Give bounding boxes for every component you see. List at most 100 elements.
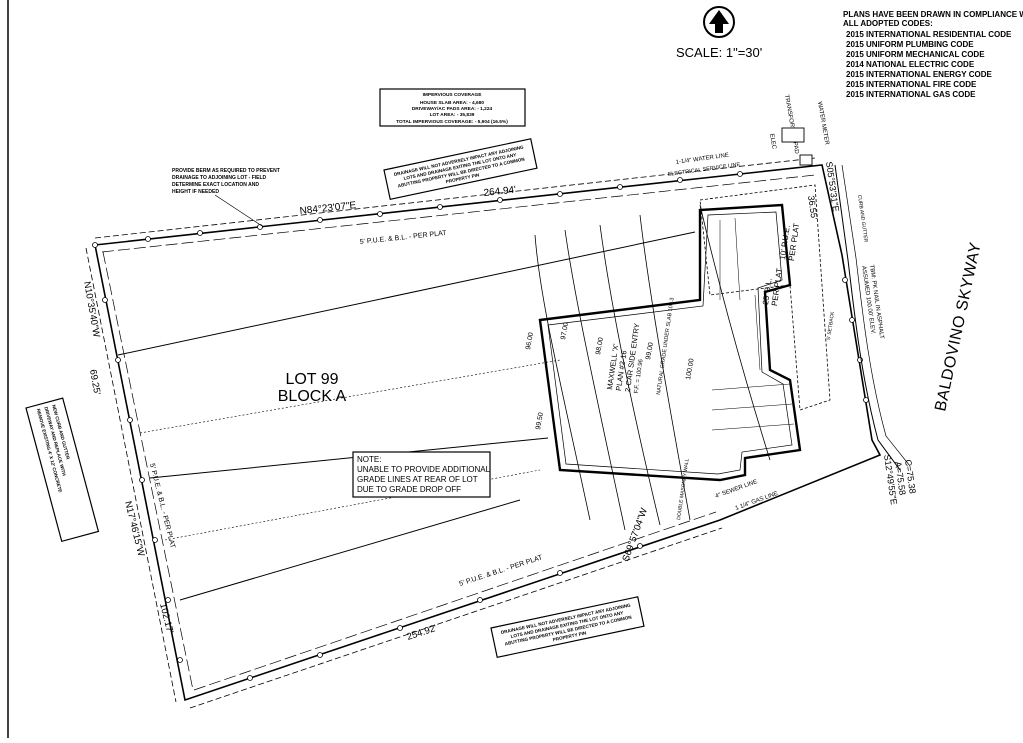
codes-heading-2: ALL ADOPTED CODES: — [843, 19, 933, 28]
south-bearing-group: S69°57'04"W — [620, 507, 649, 563]
west-upper-distance: 69.25' — [87, 369, 102, 396]
lot-number: LOT 99 — [285, 371, 338, 388]
north-bearing: N84°23'07"E — [299, 200, 357, 217]
code-item-2: 2015 UNIFORM PLUMBING CODE — [846, 40, 974, 49]
gas-line-group: 1 1/4" GAS LINE — [735, 491, 779, 512]
code-compliance-block: PLANS HAVE BEEN DRAWN IN COMPLIANCE WI A… — [843, 10, 1023, 99]
contour-96 — [534, 234, 591, 521]
setback-group: 5' SETBACK — [826, 311, 836, 341]
street-name: BALDOVINO SKYWAY — [932, 241, 984, 413]
code-item-5: 2015 INTERNATIONAL ENERGY CODE — [846, 70, 992, 79]
boundary-fence-left — [85, 247, 177, 703]
boundary-fence-bottom — [189, 527, 723, 709]
house-bl-1: 25' B.L. — [761, 277, 774, 305]
interior-line-4 — [139, 359, 561, 434]
berm-line3: DETERMINE EXACT LOCATION AND — [172, 182, 259, 188]
curve-a: A=75.58 — [893, 461, 908, 496]
contour-labels: 96.00 97.00 98.00 99.00 99.50 100.00 — [525, 322, 696, 431]
curb-line-2 — [841, 164, 911, 467]
interior-line-3 — [179, 499, 521, 601]
impervious-box — [379, 88, 526, 127]
easement-line-bottom — [193, 511, 717, 691]
house-pue-group: 10' P.U.E. PER PLAT — [778, 222, 801, 261]
elec-group: ELEC — [768, 133, 777, 150]
contour-98 — [599, 224, 661, 526]
north-distance-group: 264.94' — [483, 185, 517, 199]
code-item-1: 2015 INTERNATIONAL RESIDENTIAL CODE — [846, 30, 1012, 39]
west-upper-distance-group: 69.25' — [87, 369, 102, 396]
contour-label-96: 96.00 — [525, 332, 535, 351]
contour-label-97: 97.00 — [560, 322, 570, 341]
code-item-6: 2015 INTERNATIONAL FIRE CODE — [846, 80, 977, 89]
house-bl-group: 25' B.L. PER PLAT — [761, 267, 784, 306]
boundary-fence-top — [94, 157, 816, 239]
drainage-note-bottom: DRAINAGE WILL NOT ADVERSELY IMPACT ANY A… — [490, 596, 645, 659]
easement-top-group: 5' P.U.E. & B.L. - PER PLAT — [359, 230, 447, 246]
driveway — [699, 184, 831, 411]
berm-leader — [214, 194, 263, 227]
grade-note-text: NOTE: UNABLE TO PROVIDE ADDITIONAL GRADE… — [357, 455, 491, 494]
east-distance: 36.55' — [806, 195, 819, 221]
water-meter-box — [799, 154, 813, 166]
contour-label-98: 98.00 — [595, 337, 605, 356]
grade-note-title: NOTE: — [357, 455, 381, 464]
grade-note-line1: UNABLE TO PROVIDE ADDITIONAL — [357, 465, 491, 474]
contour-label-100: 100.00 — [685, 358, 696, 380]
tbm-group: TBM: PK NAIL IN ASPHALT ASSUMED 100.00' … — [860, 264, 884, 339]
north-bearing-group: N84°23'07"E — [299, 200, 357, 217]
house-plan-group: MAXWELL 'X' PLAN #2-16 2-CAR SIDE ENTRY … — [605, 323, 645, 394]
contour-99 — [639, 214, 691, 521]
interior-line-2 — [149, 437, 549, 479]
gas-line-label: 1 1/4" GAS LINE — [735, 491, 779, 512]
easement-line-left — [102, 251, 194, 691]
easement-line-top — [101, 174, 816, 253]
transformer-label: TRANSFORMER PAD — [783, 94, 799, 155]
west-lower-bearing-group: N17°46'15"W — [122, 500, 146, 558]
dimension-ticks — [711, 217, 795, 431]
west-upper-bearing-group: N10°35'40"W — [81, 281, 102, 339]
lot-block: BLOCK A — [278, 388, 347, 405]
interior-line-1 — [117, 231, 696, 356]
water-meter-group: WATER METER — [816, 101, 830, 146]
contour-97 — [564, 229, 626, 531]
berm-line4: HEIGHT IF NEEDED — [172, 189, 219, 195]
side-note: REMOVE EXISTING 4' X 12' CONCRETE DRIVEW… — [25, 397, 100, 543]
sewer-line-label: 4" SEWER LINE — [715, 479, 759, 500]
grade-note-box — [352, 451, 491, 498]
east-distance-group: 36.55' — [806, 195, 819, 221]
impervious-text: IMPERVIOUS COVERAGE HOUSE SLAB AREA: - 4… — [396, 92, 508, 125]
code-item-3: 2015 UNIFORM MECHANICAL CODE — [846, 50, 985, 59]
setback-label: 5' SETBACK — [826, 311, 836, 341]
scale-label: SCALE: 1"=30' — [676, 45, 762, 60]
boundary-markers — [92, 171, 869, 681]
west-lower-distance: 102.17' — [157, 602, 175, 635]
house-ff: F.F. = 100.96 — [634, 358, 645, 394]
transformer-pad — [781, 127, 805, 143]
south-bearing: S69°57'04"W — [620, 507, 649, 563]
west-lower-distance-group: 102.17' — [157, 602, 175, 635]
north-distance: 264.94' — [483, 185, 517, 199]
lot-boundary — [94, 164, 882, 702]
berm-line2: DRAINAGE TO ADJOINING LOT - FIELD — [172, 175, 267, 181]
impervious-lot: LOT AREA: - 35,839 — [430, 112, 475, 118]
berm-note: PROVIDE BERM AS REQUIRED TO PREVENT DRAI… — [172, 168, 280, 195]
south-distance-group: 254.92' — [406, 623, 439, 643]
transformer-group: TRANSFORMER PAD — [783, 94, 799, 155]
contour-label-995: 99.50 — [535, 412, 545, 431]
north-arrow-icon — [703, 6, 735, 38]
contour-label-99: 99.00 — [645, 342, 655, 361]
grade-note-line2: GRADE LINES AT REAR OF LOT — [357, 475, 478, 484]
curve-c: C=75.38 — [903, 459, 918, 494]
west-lower-bearing: N17°46'15"W — [122, 500, 146, 558]
berm-line1: PROVIDE BERM AS REQUIRED TO PREVENT — [172, 168, 280, 174]
contour-100 — [699, 204, 771, 461]
curve-c-group: C=75.38 — [903, 459, 918, 494]
code-item-7: 2015 INTERNATIONAL GAS CODE — [846, 90, 976, 99]
codes-heading-1: PLANS HAVE BEEN DRAWN IN COMPLIANCE WI — [843, 10, 1023, 19]
code-item-4: 2014 NATIONAL ELECTRIC CODE — [846, 60, 975, 69]
impervious-title: IMPERVIOUS COVERAGE — [423, 92, 483, 98]
sewer-line-group: 4" SEWER LINE — [715, 479, 759, 500]
curb-label: CURB AND GUTTER — [856, 194, 869, 243]
